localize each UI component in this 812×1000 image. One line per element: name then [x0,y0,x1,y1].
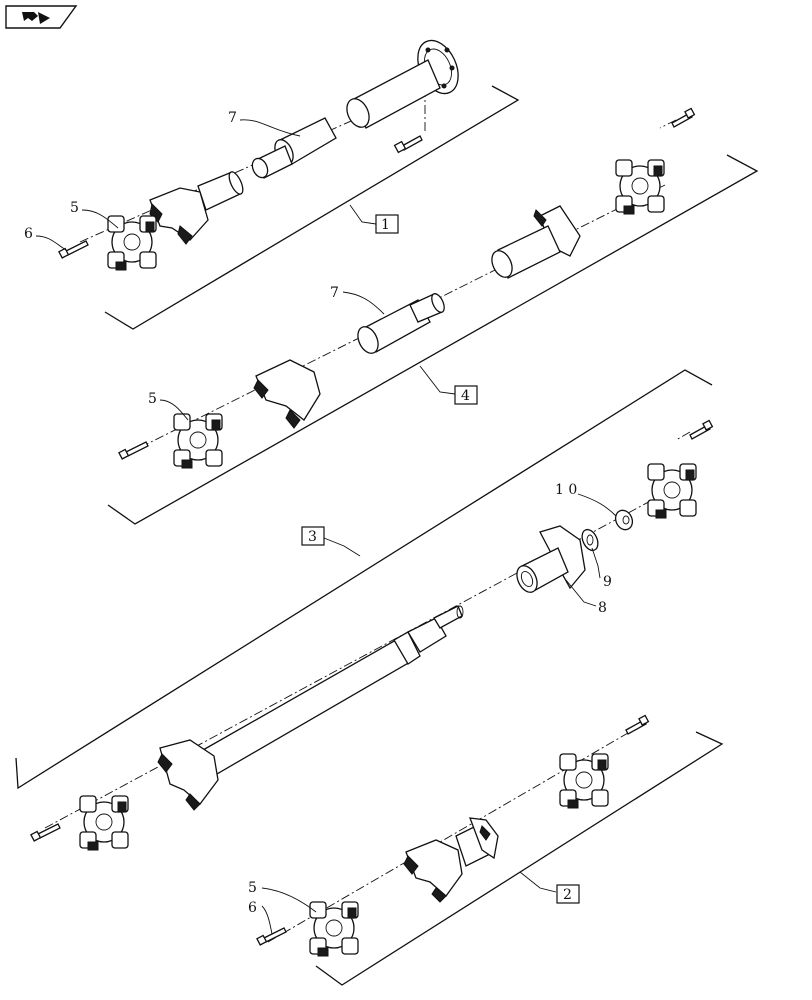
assembly-number: 3 [308,529,317,545]
callout-5: 5 [70,200,79,216]
universal-joint [173,413,223,469]
assembly-1-group [35,39,520,330]
bolt [671,107,696,128]
assembly-number: 2 [563,887,572,903]
bolt [689,419,714,440]
assembly-number: 4 [461,388,470,404]
callout-6: 6 [248,900,257,916]
bolt [118,441,149,460]
tube-section [346,59,441,129]
callout-5: 5 [148,391,157,407]
assembly-3-group [15,369,714,851]
universal-joint [647,463,697,519]
slip-shaft [251,117,337,179]
end-yoke [516,525,586,593]
callout-6: 6 [24,226,33,242]
assembly-4-group [107,107,759,525]
universal-joint [615,159,665,215]
washer [581,528,599,552]
next-page-arrow-icon [5,5,78,29]
callout-5: 5 [248,880,257,896]
nut [614,509,634,531]
universal-joint [107,215,157,271]
universal-joint [309,901,359,957]
assembly-label-1[interactable]: 1 [375,214,399,234]
callout-7: 7 [228,110,237,126]
assembly-label-3[interactable]: 3 [301,526,325,546]
callout-10: 1 0 [555,482,577,498]
bolt [256,927,287,946]
slip-yoke [253,359,321,429]
assembly-number: 1 [381,217,390,233]
slip-shaft [357,293,445,354]
propeller-shaft-tube [195,605,464,779]
double-yoke [403,817,499,903]
bolt [393,135,423,154]
assembly-2-group [256,714,724,986]
next-page-button[interactable] [4,4,78,30]
universal-joint [79,795,129,851]
weld-yoke [157,739,219,811]
callout-7: 7 [330,285,339,301]
bolt [58,240,89,259]
slip-yoke [149,171,244,245]
callout-9: 9 [603,574,612,590]
bolt [30,823,61,842]
assembly-label-2[interactable]: 2 [556,884,580,904]
bolt [625,714,650,735]
universal-joint [559,753,609,809]
callout-8: 8 [598,600,607,616]
assembly-label-4[interactable]: 4 [454,385,478,405]
slip-yoke [491,205,581,279]
